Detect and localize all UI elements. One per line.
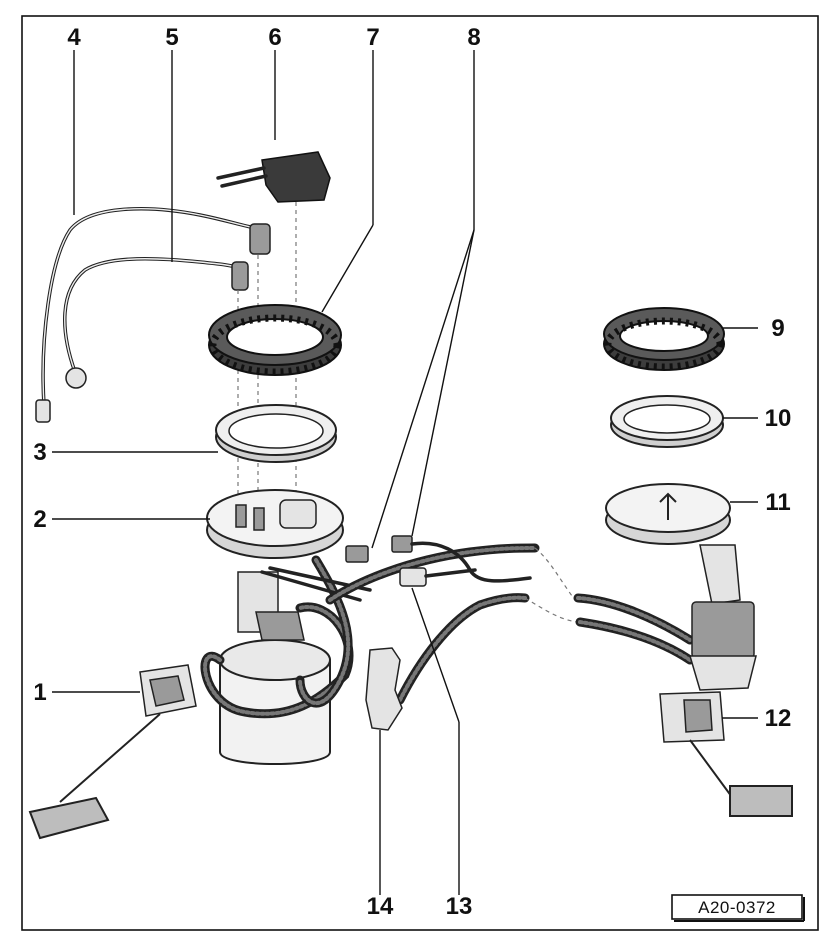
- callout-14: 14: [367, 893, 394, 920]
- callout-10: 10: [765, 405, 792, 432]
- callout-4: 4: [67, 24, 81, 51]
- callout-9: 9: [771, 315, 784, 342]
- callout-12: 12: [765, 705, 792, 732]
- bracket-icon: [365, 647, 403, 731]
- locking-ring-icon: [603, 307, 725, 371]
- locking-ring-icon: [208, 304, 342, 376]
- callout-13: 13: [446, 893, 473, 920]
- wiring-connector-icon: [345, 535, 532, 587]
- reference-code-box: A20-0372: [671, 894, 805, 922]
- callout-1: 1: [33, 679, 46, 706]
- supply-line-icon: [35, 207, 271, 423]
- reference-code-label: A20-0372: [698, 898, 776, 917]
- flange-icon: [206, 489, 344, 559]
- seal-icon: [215, 404, 337, 463]
- callout-11: 11: [765, 489, 790, 516]
- flange-icon: [605, 483, 757, 691]
- callout-numbers: 4 5 6 7 8 3 2 1 9 10 11 12 14 13: [33, 24, 791, 920]
- leader-lines: [52, 50, 758, 895]
- callout-6: 6: [268, 24, 281, 51]
- fuel-level-sender-icon: [28, 664, 197, 840]
- fuel-level-sender-icon: [659, 691, 793, 817]
- return-line-icon: [63, 257, 249, 389]
- callout-7: 7: [366, 24, 379, 51]
- callout-8: 8: [467, 24, 480, 51]
- callout-3: 3: [33, 439, 46, 466]
- connector-icon: [216, 151, 331, 203]
- callout-2: 2: [33, 506, 46, 533]
- callout-5: 5: [165, 24, 178, 51]
- diagram-frame: [21, 15, 819, 931]
- seal-icon: [610, 395, 724, 448]
